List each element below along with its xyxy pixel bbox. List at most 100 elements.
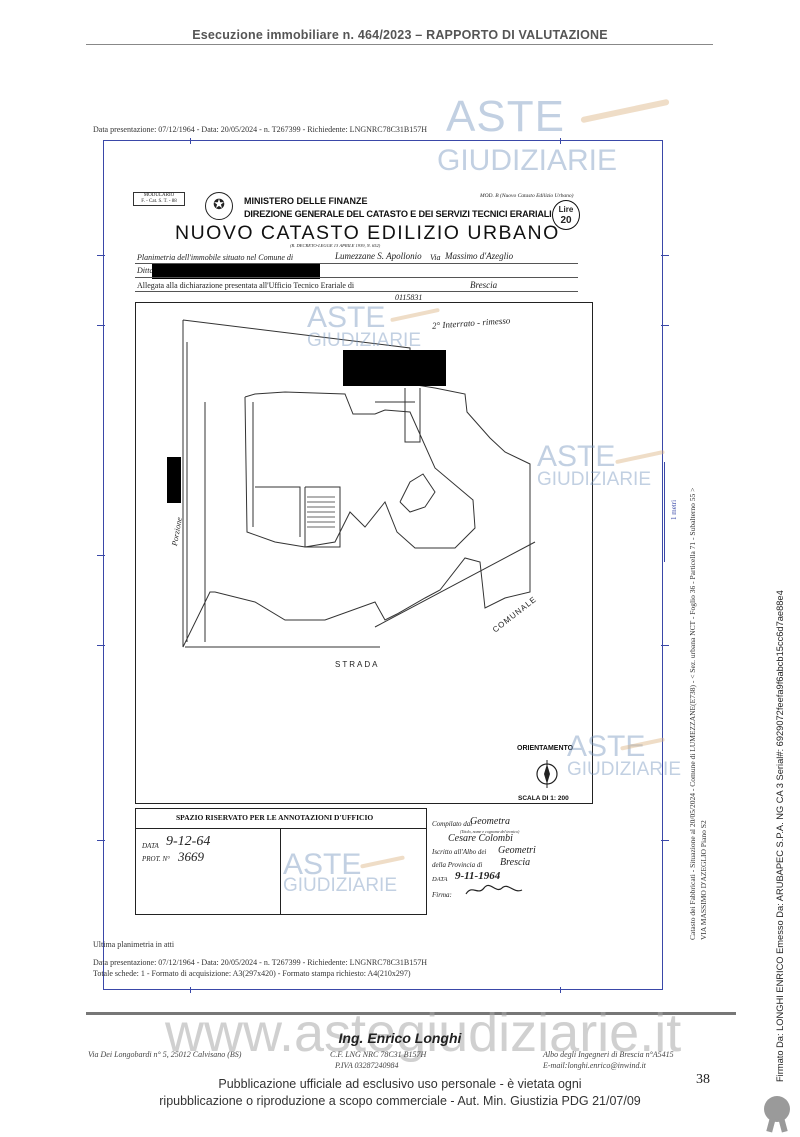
watermark-giudiziarie: GIUDIZIARIE [283, 875, 398, 896]
frame-tick [661, 645, 669, 646]
annotations-title: SPAZIO RISERVATO PER LE ANNOTAZIONI D'UF… [176, 813, 374, 822]
frame-tick [190, 987, 191, 993]
ultima-planimetria: Ultima planimetria in atti [93, 940, 175, 949]
frame-tick [97, 555, 105, 556]
catasto-side-line1: Catasto dei Fabbricati - Situazione al 2… [688, 487, 697, 940]
footer-email: E-mail:longhi.enrico@inwind.it [543, 1061, 646, 1070]
allegata-city: Brescia [470, 280, 498, 290]
modulario-code: F. - Cat. S. T. - 88 [141, 199, 177, 204]
document-header-title: Esecuzione immobiliare n. 464/2023 – RAP… [192, 28, 608, 42]
via-label: Via [430, 253, 441, 262]
decree-label: (R. DECRETO-LEGGE 13 APRILE 1939, N. 652… [290, 243, 381, 248]
form-number: 0115831 [395, 293, 423, 302]
frame-tick [661, 255, 669, 256]
form-dotted-line [135, 263, 578, 264]
redaction-ditta [152, 264, 320, 279]
provincia-value: Brescia [500, 857, 531, 868]
stamp-lire-label: Lire [558, 205, 574, 214]
watermark-site: www.astegiudiziarie.it [165, 1003, 682, 1063]
frame-tick [560, 138, 561, 144]
frame-tick [97, 255, 105, 256]
floor-plan-box [135, 302, 593, 804]
frame-tick [97, 840, 105, 841]
comune-value: Lumezzane S. Apollonio [335, 251, 422, 261]
scale-bar [664, 462, 665, 562]
document-frame [103, 140, 663, 990]
mod-b-label: MOD. B (Nuovo Catasto Edilizio Urbano) [480, 193, 574, 199]
watermark-giudiziarie: GIUDIZIARIE [567, 759, 682, 780]
annotations-divider [136, 828, 426, 829]
footer-rule [86, 1012, 736, 1015]
annotation-data-label: DATA [142, 842, 159, 850]
form-dotted-line [135, 277, 578, 278]
frame-tick [560, 987, 561, 993]
plan-label-strada: STRADA [335, 660, 380, 669]
provincia-label: della Provincia di [432, 861, 483, 869]
redaction-plan-left [167, 457, 181, 503]
footer-piva: P.IVA 03287240984 [335, 1061, 399, 1070]
iscritto-value: Geometri [498, 845, 536, 856]
frame-tick [97, 325, 105, 326]
seal-ribbon-icon [766, 1117, 776, 1133]
scale-label: SCALA DI 1: 200 [518, 795, 569, 802]
compiler-data-value: 9-11-1964 [455, 870, 501, 882]
compilato-label: Compilato dal [432, 820, 473, 828]
watermark-giudiziarie: GIUDIZIARIE [537, 469, 652, 490]
digital-signature-note: Firmato Da: LONGHI ENRICO Emesso Da: ARU… [775, 590, 785, 1082]
watermark-aste: ASTE [537, 440, 616, 473]
publication-notice-line1: Pubblicazione ufficiale ad esclusivo uso… [218, 1077, 582, 1091]
presentation-meta-top: Data presentazione: 07/12/1964 - Data: 2… [93, 125, 428, 134]
orientamento-label: ORIENTAMENTO [517, 745, 574, 752]
stamp-lire: Lire 20 [552, 200, 580, 230]
frame-tick [661, 325, 669, 326]
annotation-prot-label: PROT. N° [142, 855, 170, 863]
ditta-label: Ditta [137, 266, 154, 275]
catasto-side-line2: VIA MASSIMO D'AZEGLIO Piano S2 [699, 820, 708, 940]
allegata-label: Allegata alla dichiarazione presentata a… [137, 281, 355, 290]
presentation-meta-bottom: Data presentazione: 07/12/1964 - Data: 2… [93, 958, 428, 967]
annotations-box [135, 808, 427, 915]
watermark-aste: ASTE [567, 730, 646, 763]
stamp-lire-value: 20 [560, 215, 572, 226]
direction-title: DIREZIONE GENERALE DEL CATASTO E DEI SER… [244, 209, 552, 219]
redaction-plan-top [343, 350, 446, 386]
annotations-divider-vertical [280, 829, 281, 914]
header-rule [86, 44, 713, 45]
watermark-aste: ASTE [307, 301, 386, 334]
comune-label: Planimetria dell'immobile situato nel Co… [137, 253, 294, 262]
footer-albo: Albo degli Ingegneri di Brescia n°A5415 [543, 1050, 674, 1059]
firma-label: Firma: [432, 891, 452, 899]
frame-tick [190, 138, 191, 144]
compilato-sub: (Titolo, nome e cognome del tecnico) [460, 829, 520, 834]
frame-tick [661, 840, 669, 841]
footer-address: Via Dei Longobardi n° 5, 25012 Calvisano… [88, 1050, 242, 1059]
scale-bar-label: 1 metri [670, 499, 678, 520]
footer-author-name: Ing. Enrico Longhi [338, 1030, 462, 1046]
page-number: 38 [696, 1072, 710, 1087]
form-main-title: NUOVO CATASTO EDILIZIO URBANO [175, 222, 560, 244]
floor-plan-drawing [182, 319, 558, 788]
footer-cf: C.F. LNG NRC 78C31 B157H [330, 1050, 427, 1059]
watermark-giudiziarie: GIUDIZIARIE [307, 330, 422, 351]
seal-badge-icon [764, 1096, 790, 1122]
ministry-title: MINISTERO DELLE FINANZE [244, 196, 368, 206]
gavel-icon [580, 98, 670, 124]
seal-ribbon-icon [778, 1117, 788, 1133]
compiler-data-label: DATA [432, 876, 448, 883]
modulario-label: MODULARIO [143, 193, 175, 198]
publication-notice-line2: ripubblicazione o riproduzione a scopo c… [159, 1094, 641, 1108]
state-emblem-icon: ✪ [205, 192, 233, 220]
form-dotted-line [135, 291, 578, 292]
signature-scribble [465, 884, 523, 895]
modulario-box: MODULARIO F. - Cat. S. T. - 88 [133, 192, 185, 206]
watermark-aste: ASTE [283, 848, 362, 881]
annotation-data-value: 9-12-64 [166, 834, 211, 849]
annotation-prot-value: 3669 [178, 849, 204, 864]
compiler-name: Cesare Colombi [448, 833, 513, 844]
watermark-aste: ASTE [446, 92, 565, 141]
iscritto-label: Iscritto all'Albo dei [432, 848, 487, 856]
via-value: Massimo d'Azeglio [445, 251, 514, 261]
compilato-value: Geometra [470, 816, 510, 827]
scheda-format-meta: Totale schede: 1 - Formato di acquisizio… [93, 969, 411, 978]
frame-tick [97, 645, 105, 646]
